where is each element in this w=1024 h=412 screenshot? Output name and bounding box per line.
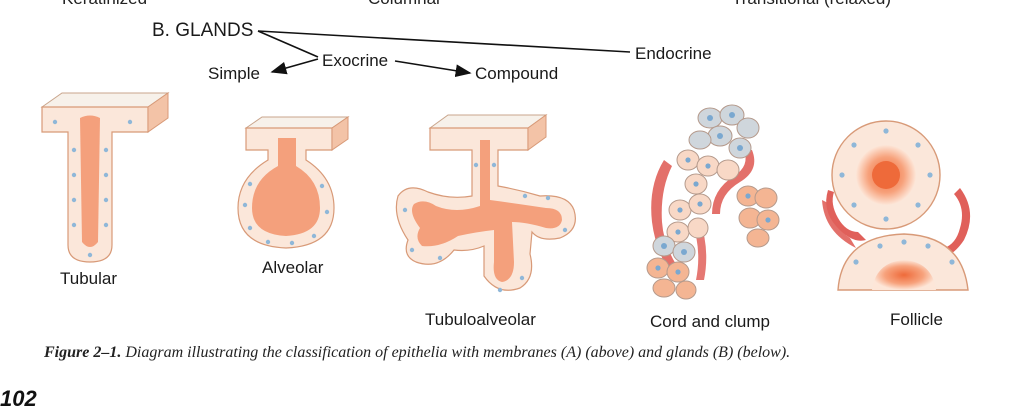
figure-number: Figure 2–1. [44,344,122,361]
compound-label: Compound [475,64,559,83]
exocrine-label: Exocrine [322,51,389,70]
follicle-lower-nuclei [853,239,955,265]
figure-caption: Figure 2–1. Diagram illustrating the cla… [44,344,790,362]
tubular-label: Tubular [60,269,118,288]
alveolar-gland [237,116,350,249]
glands-heading: B. GLANDS [152,20,254,41]
top-label-columnar: Columnar [368,0,442,9]
tubuloalveolar-label: Tubuloalveolar [425,310,536,329]
tubular-nuclei [52,119,133,258]
endocrine-label: Endocrine [635,44,712,63]
tubular-gland [40,92,170,263]
cord-nuclei [655,112,771,275]
top-label-transitional: Transitional (relaxed) [732,0,891,9]
alveolar-nuclei [242,181,330,246]
cord-and-clump-label: Cord and clump [650,312,771,331]
tubuloalveolar-gland [395,114,576,293]
page-number: 102 [0,386,37,411]
follicle-label: Follicle [890,310,943,329]
simple-label: Simple [208,64,260,83]
follicle-nuclei [839,128,933,222]
caption-text: Diagram illustrating the classification … [125,344,791,361]
classification-lines [257,30,631,78]
tubuloalveolar-nuclei [402,162,568,293]
top-label-keratinized: Keratinized [62,0,147,9]
cell-cords [646,104,780,300]
alveolar-label: Alveolar [262,258,324,277]
follicle-gland [822,120,971,291]
cord-and-clump-gland [646,104,780,300]
